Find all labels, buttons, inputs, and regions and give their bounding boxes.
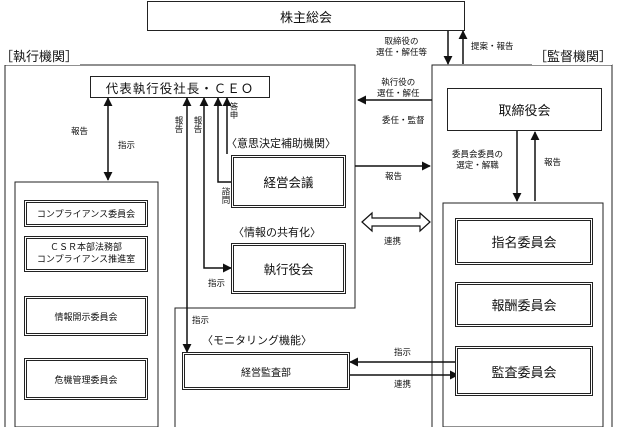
board-label: 取締役会 [498,104,551,119]
label-instruct-audit: 指示 [192,316,210,326]
supervision-org-frame [431,64,613,427]
compliance-committee-label: コンプライアンス委員会 [36,210,136,220]
board-box: 取締役会 [447,88,602,131]
management-council-label: 経営会議 [263,175,314,190]
label-committee-appoint: 委員会委員の 選定・解職 [452,150,504,171]
csr-legal-box: ＣＳＲ本部法務部 コンプライアンス推進室 [24,236,148,272]
exec-left-group-frame [14,181,159,427]
ceo-label: 代表執行役社長・ＣＥＯ [105,80,255,96]
monitoring-heading: 〈モニタリング機能〉 [202,334,312,347]
ceo-box: 代表執行役社長・ＣＥＯ [90,76,270,98]
label-consult: 諮問 [220,187,230,204]
nomination-committee-label: 指名委員会 [491,236,557,251]
label-instruct-audit-committee: 指示 [394,348,412,358]
info-disclosure-committee-box: 情報開示委員会 [24,296,148,336]
label-submit: 答申 [228,102,238,119]
label-report-vertical-2: 報告 [192,116,202,133]
info-disclosure-committee-label: 情報開示委員会 [54,312,118,323]
label-elect-dismiss-directors: 取締役の 選任・解任等 [376,37,428,58]
csr-legal-line2: コンプライアンス推進室 [36,255,136,265]
shareholders-meeting-label: 株主総会 [279,10,332,26]
executive-officers-meeting-box: 執行役会 [231,243,346,294]
label-report-ceo-left: 報告 [71,127,89,137]
compensation-committee-label: 報酬委員会 [491,299,557,314]
info-sharing-heading: 〈情報の共有化〉 [233,226,321,239]
label-instruct-ceo-left: 指示 [118,141,136,151]
management-council-box: 経営会議 [231,155,346,208]
shareholders-meeting-box: 株主総会 [147,1,465,31]
audit-dept-label: 経営監査部 [241,367,291,379]
compensation-committee-box: 報酬委員会 [455,282,593,327]
audit-committee-label: 監査委員会 [491,365,557,381]
audit-dept-box: 経営監査部 [182,352,350,390]
audit-committee-box: 監査委員会 [455,346,593,396]
supervision-org-title: ［監督機関］ [532,46,613,65]
crisis-management-committee-box: 危機管理委員会 [24,358,148,400]
label-report-board-right: 報告 [544,158,562,168]
nomination-committee-box: 指名委員会 [455,218,593,265]
exec-org-title: ［執行機関］ [0,46,81,65]
crisis-management-committee-label: 危機管理委員会 [54,375,118,386]
csr-legal-line1: ＣＳＲ本部法務部 [49,243,122,253]
exec-org-frame [4,64,356,427]
label-cooperation-mid: 連携 [384,237,402,247]
compliance-committee-box: コンプライアンス委員会 [24,200,148,227]
label-elect-dismiss-officers: 執行役の 選任・解任 [377,78,420,99]
decision-support-heading: 〈意思決定補助機関〉 [226,137,336,150]
label-instruct-exec-meeting: 指示 [208,279,226,289]
label-cooperation-bottom: 連携 [394,380,412,390]
executive-officers-meeting-label: 執行役会 [263,262,314,277]
label-delegate-supervise: 委任・監督 [382,116,425,126]
committee-group-frame [442,202,604,427]
label-report-to-board: 報告 [385,172,403,182]
label-proposal-report: 提案・報告 [471,42,514,52]
label-report-vertical-1: 報告 [173,116,183,133]
